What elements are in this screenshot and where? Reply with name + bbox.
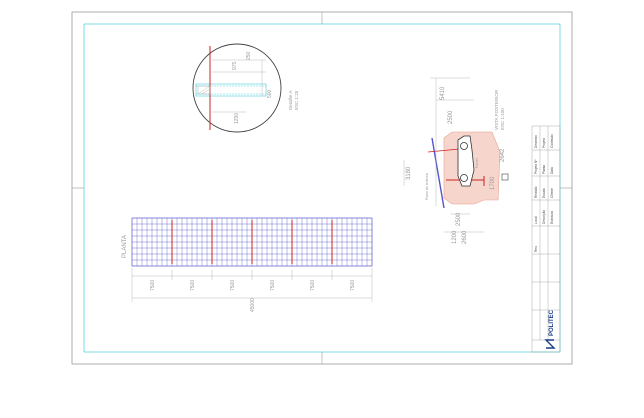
title-block-cells: Desenho Projeto Conteúdo Projeto Nº Plan… (534, 134, 554, 252)
tb-cell-desenho: Desenho (534, 135, 538, 148)
planta-dim-2: 7500 (190, 280, 196, 291)
planta-dim-1: 7500 (150, 280, 156, 291)
planta-dim-5: 7500 (310, 280, 316, 291)
detail-title: Detalhe A (288, 90, 293, 110)
tb-cell-data: Data (550, 167, 554, 174)
planta-dim-6: 7500 (350, 280, 356, 291)
tb-cell-descricao: Descrição (542, 210, 546, 224)
lateral-dim-4: 2500 (456, 212, 462, 226)
lateral-label-panel: Painel (475, 158, 479, 168)
lateral-view (403, 77, 509, 233)
tb-cell-escala: Escala (542, 188, 546, 198)
lateral-label-plane: Plano do sistema (425, 173, 429, 200)
logo-text: POLITEC (549, 309, 555, 336)
planta-panel-grid (131, 217, 373, 267)
tb-cell-estrutura: Estrutura (550, 211, 554, 224)
planta-dim-3: 7500 (230, 280, 236, 291)
lateral-dim-1: 5410 (440, 86, 446, 100)
planta-dim-4: 7500 (270, 280, 276, 291)
lateral-dim-3: 3180 (406, 166, 412, 180)
detail-scale: ESC 1:25 (294, 90, 299, 110)
lateral-dim-7: 2600 (462, 230, 468, 244)
detail-dim-3: 500 (267, 89, 273, 98)
planta-total: 45000 (250, 298, 256, 312)
detail-dim-2: 250 (246, 51, 252, 60)
lateral-scale: ESC 1:100 (500, 108, 505, 130)
detail-dim-4: 1250 (234, 113, 240, 124)
politec-logo: POLITEC (544, 309, 556, 349)
lateral-title: VISTA POSTERIOR (494, 89, 499, 130)
title-block (531, 125, 561, 353)
lateral-dim-5: 1700 (490, 176, 496, 190)
tb-cell-rev: Rev. (534, 246, 538, 252)
tb-cell-planta: Planta (542, 165, 546, 174)
lateral-dim-6: 2642 (500, 148, 506, 162)
lateral-dim-8: 1200 (452, 230, 458, 244)
tb-cell-cliente: Cliente (550, 188, 554, 198)
tb-cell-conteudo: Conteúdo (550, 134, 554, 148)
lateral-dim-2: 2500 (448, 110, 454, 124)
planta-title: PLANTA (122, 235, 128, 258)
tb-cell-projeto: Projeto (542, 138, 546, 148)
tb-cell-revisao: Revisão (534, 186, 538, 198)
tb-cell-projeto-no: Projeto Nº (534, 159, 538, 174)
planta-dimensions (131, 268, 373, 302)
tb-cell-local: Local (534, 216, 538, 224)
detail-dim-1: 975 (232, 61, 238, 70)
detail-a (192, 43, 282, 133)
